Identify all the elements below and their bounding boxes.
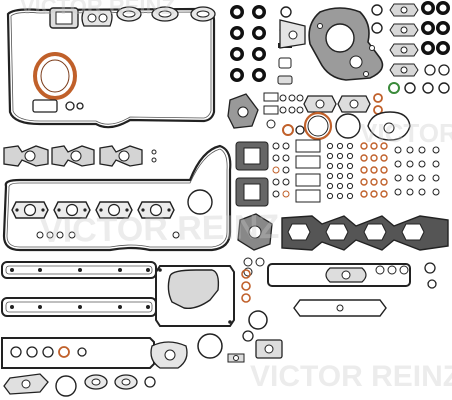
thermostat-and-sensor-gaskets (227, 92, 411, 141)
oil-pan-rail-gaskets (1, 261, 157, 317)
injector-seals-row (3, 145, 157, 167)
small-flange-gaskets-right (371, 1, 450, 94)
timing-cover-gasket (155, 265, 235, 327)
exhaust-pipe-flange-gasket (267, 262, 437, 289)
bottom-small-gaskets (3, 269, 283, 397)
valve-cover-gasket-upper (6, 7, 216, 129)
valve-cover-gasket-lower (2, 144, 232, 252)
small-gaskets-top-row (49, 6, 216, 29)
rocker-cover-seal-strip (1, 337, 155, 369)
center-gasket-column (235, 141, 273, 277)
crankshaft-seal (32, 52, 84, 113)
intake-manifold-gasket (281, 215, 449, 251)
bottom-right-gasket (293, 299, 387, 317)
exhaust-manifold-gaskets (11, 201, 180, 239)
small-seal-grid (272, 139, 440, 203)
water-pump-gasket (279, 7, 384, 81)
